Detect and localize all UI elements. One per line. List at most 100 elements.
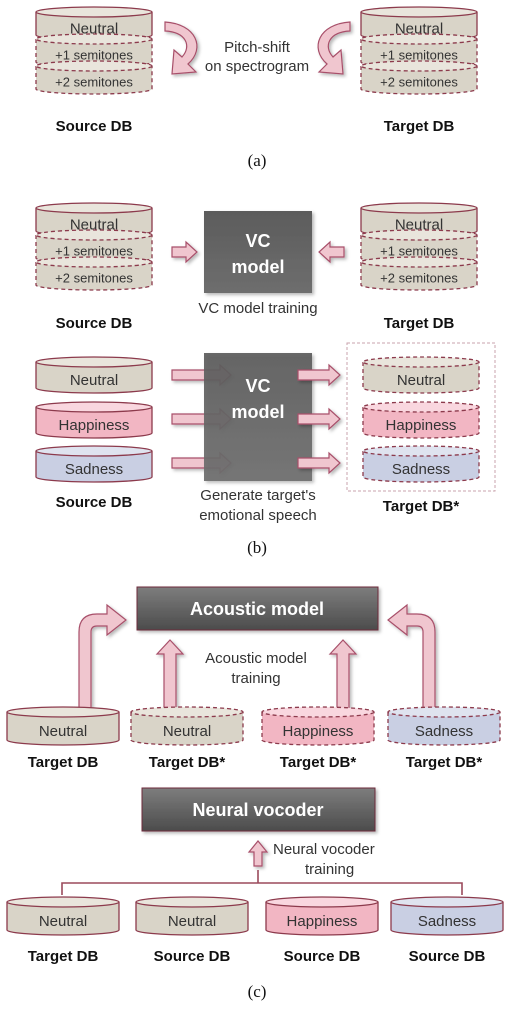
- vocoder-input-1-cylinder-body: [6, 902, 120, 936]
- source-db-b-layer-neutral-top: [35, 202, 153, 214]
- source-db-b-layer-plus1-semitones-label: +1 semitones: [55, 244, 133, 259]
- acoustic-input-4-cylinder-label: Sadness: [415, 723, 473, 740]
- target-db-a-layer-plus1-semitones-top: [360, 33, 478, 45]
- source-db-a-layer-neutral-label: Neutral: [70, 21, 118, 38]
- panel-c: Acoustic model Acoustic model training N…: [6, 586, 504, 1001]
- acoustic-input-4-cylinder-body: [387, 712, 501, 746]
- source-db-happiness-cylinder-body: [35, 407, 153, 439]
- pitch-shift-caption-line1: Pitch-shift: [224, 39, 291, 56]
- acoustic-model-box: [136, 586, 379, 631]
- acoustic-input-3-cylinder-body: [261, 712, 375, 746]
- vocoder-input-4-cylinder-top: [390, 896, 504, 908]
- vocoder-input-4-cylinder: Sadness: [390, 896, 504, 936]
- acoustic-model-title: Acoustic model: [190, 599, 324, 619]
- source-db-neutral-cylinder-body: [35, 362, 153, 394]
- source-db-a-layer-plus1-semitones-label: +1 semitones: [55, 48, 133, 63]
- target-db-label-a: Target DB: [384, 118, 455, 135]
- acoustic-input-1-cylinder-label: Neutral: [39, 723, 87, 740]
- target-db-star-neutral-cylinder-body: [362, 362, 480, 394]
- vocoder-caption-line2: training: [305, 861, 354, 878]
- target-db-star-neutral-cylinder-top: [362, 356, 480, 368]
- target-db-b-layer-plus2-semitones-top: [360, 256, 478, 268]
- pitch-shift-caption-line2: on spectrogram: [205, 58, 309, 75]
- target-db-b-layer-neutral-label: Neutral: [395, 217, 443, 234]
- target-db-label-b-top: Target DB: [384, 315, 455, 332]
- acoustic-input-1-db-label: Target DB: [28, 754, 99, 771]
- generate-caption-line2: emotional speech: [199, 507, 317, 524]
- acoustic-input-1-cylinder-body: [6, 712, 120, 746]
- vocoder-input-4-cylinder-label: Sadness: [418, 913, 476, 930]
- source-db-b-layer-plus1-semitones: +1 semitones: [35, 229, 153, 264]
- right-arrow-icon: [171, 240, 198, 264]
- panel-c-letter: (c): [248, 982, 267, 1001]
- target-db-stack-a: Neutral+1 semitones+2 semitones: [360, 6, 478, 95]
- source-db-neutral-cylinder-label: Neutral: [70, 372, 118, 389]
- target-db-star-label-b: Target DB*: [383, 498, 460, 515]
- source-db-a-layer-plus2-semitones: +2 semitones: [35, 60, 153, 95]
- vc-model-title-line1: VC: [245, 231, 270, 251]
- vocoder-input-3-cylinder: Happiness: [265, 896, 379, 936]
- source-db-happiness-cylinder-label: Happiness: [59, 417, 130, 434]
- target-db-b-layer-neutral-top: [360, 202, 478, 214]
- vocoder-input-3-cylinder-label: Happiness: [287, 913, 358, 930]
- acoustic-input-3-cylinder-top: [261, 706, 375, 718]
- acoustic-input-1-cylinder-top: [6, 706, 120, 718]
- up-arrow-icon: [247, 840, 269, 867]
- source-db-sadness-cylinder: Sadness: [35, 445, 153, 483]
- target-db-star-frame: [346, 342, 496, 492]
- neural-vocoder-title: Neural vocoder: [192, 800, 323, 820]
- target-db-star-sadness-cylinder: Sadness: [362, 445, 480, 483]
- bent-up-arrow-icon: [78, 603, 127, 713]
- acoustic-input-2-db-label: Target DB*: [149, 754, 226, 771]
- source-db-sadness-cylinder-top: [35, 445, 153, 457]
- vocoder-input-4-cylinder-body: [390, 902, 504, 936]
- source-db-b-layer-plus2-semitones-top: [35, 256, 153, 268]
- target-db-a-layer-plus1-semitones-body: [360, 39, 478, 68]
- right-arrow-icon: [297, 451, 341, 475]
- target-db-b-layer-plus1-semitones: +1 semitones: [360, 229, 478, 264]
- vocoder-input-2-cylinder-body: [135, 902, 249, 936]
- generate-caption-line1: Generate target's: [200, 487, 315, 504]
- vocoder-caption-line1: Neural vocoder: [273, 841, 375, 858]
- source-db-a-layer-plus1-semitones: +1 semitones: [35, 33, 153, 68]
- vocoder-input-1-cylinder-top: [6, 896, 120, 908]
- source-db-label-b-top: Source DB: [56, 315, 133, 332]
- target-db-star-happiness-cylinder-top: [362, 401, 480, 413]
- panel-b-letter: (b): [247, 538, 267, 557]
- right-arrow-icon: [297, 407, 341, 431]
- target-db-star-sadness-cylinder-label: Sadness: [392, 461, 450, 478]
- target-db-star-sadness-cylinder-body: [362, 451, 480, 483]
- vocoder-input-4-db-label: Source DB: [409, 948, 486, 965]
- target-db-b-layer-plus1-semitones-top: [360, 229, 478, 241]
- target-db-a-layer-plus1-semitones: +1 semitones: [360, 33, 478, 68]
- target-db-star-neutral-cylinder: Neutral: [362, 356, 480, 394]
- vocoder-input-1-cylinder-label: Neutral: [39, 913, 87, 930]
- left-arrow-icon: [318, 240, 345, 264]
- target-db-stack-b: Neutral+1 semitones+2 semitones: [360, 202, 478, 291]
- vocoder-input-bracket: [61, 870, 463, 895]
- acoustic-input-2-cylinder: Neutral: [130, 706, 244, 746]
- target-db-star-happiness-cylinder: Happiness: [362, 401, 480, 439]
- source-db-b-layer-neutral-label: Neutral: [70, 217, 118, 234]
- up-arrow-icon: [328, 639, 358, 711]
- vc-model-box-generation: [204, 353, 312, 481]
- source-db-stack-a: Neutral +1 semitones +2 semitones: [35, 6, 153, 95]
- acoustic-input-1-cylinder: Neutral: [6, 706, 120, 746]
- bent-up-arrow-icon: [387, 603, 436, 713]
- source-db-a-layer-neutral: Neutral: [35, 6, 153, 41]
- target-db-a-layer-neutral-top: [360, 6, 478, 18]
- source-db-a-layer-plus2-semitones-label: +2 semitones: [55, 75, 133, 90]
- source-db-sadness-cylinder-label: Sadness: [65, 461, 123, 478]
- acoustic-caption-line2: training: [231, 670, 280, 687]
- source-db-b-layer-plus2-semitones-body: [35, 262, 153, 291]
- source-db-sadness-cylinder-body: [35, 451, 153, 483]
- vc-model-title-line2: model: [231, 402, 284, 422]
- source-db-a-layer-plus1-semitones-body: [35, 39, 153, 68]
- acoustic-input-3-db-label: Target DB*: [280, 754, 357, 771]
- target-db-a-layer-neutral-label: Neutral: [395, 21, 443, 38]
- acoustic-input-2-cylinder-top: [130, 706, 244, 718]
- source-db-happiness-cylinder: Happiness: [35, 401, 153, 439]
- acoustic-input-4-cylinder: Sadness: [387, 706, 501, 746]
- source-db-a-layer-plus2-semitones-top: [35, 60, 153, 72]
